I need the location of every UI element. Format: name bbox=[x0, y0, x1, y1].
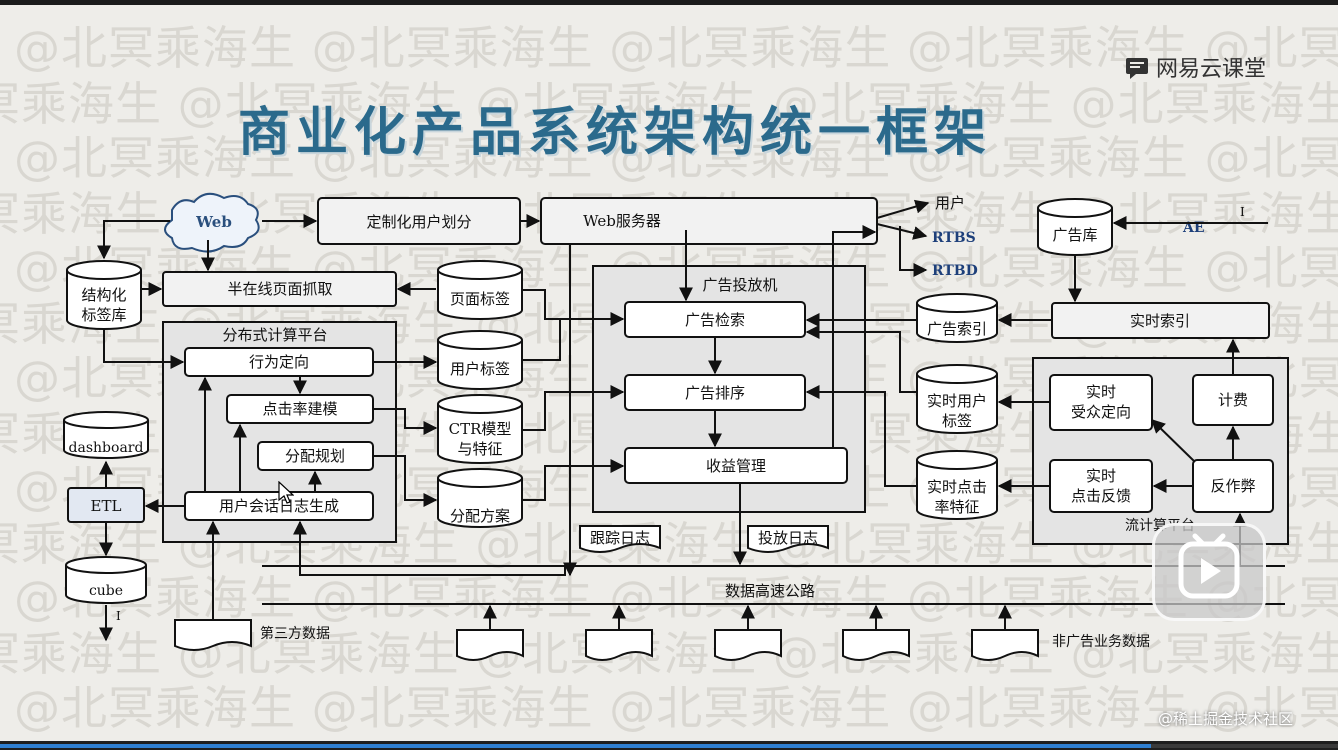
ae-mark: I bbox=[1240, 205, 1245, 219]
top-bar bbox=[0, 0, 1338, 5]
output-rtbd-label: RTBD bbox=[932, 263, 978, 279]
video-progress-fill bbox=[0, 744, 1151, 748]
play-button[interactable] bbox=[1152, 523, 1266, 621]
ctr-model-label-2: 与特征 bbox=[457, 440, 502, 458]
allocation-plan-db: 分配方案 bbox=[437, 468, 523, 528]
semi-online-crawl-box bbox=[162, 271, 397, 307]
business-data-doc bbox=[456, 629, 524, 661]
logo-text: 网易云课堂 bbox=[1156, 57, 1267, 82]
web-cloud-label: Web bbox=[195, 213, 232, 231]
rt-click-feedback-label-2: 点击反馈 bbox=[1071, 487, 1131, 505]
realtime-index-label: 实时索引 bbox=[1130, 312, 1190, 330]
cube-mark: I bbox=[116, 609, 121, 623]
user-tags-label: 用户标签 bbox=[450, 360, 510, 378]
session-log-gen-label: 用户会话日志生成 bbox=[219, 497, 339, 515]
ctr-model-label-1: CTR模型 bbox=[449, 420, 512, 438]
page-tags-db: 页面标签 bbox=[437, 260, 523, 320]
structured-tag-db-label-1: 结构化 bbox=[81, 286, 126, 304]
rt-click-feedback-label-1: 实时 bbox=[1086, 467, 1116, 485]
netease-cloud-classroom-icon bbox=[1126, 58, 1148, 79]
data-highway-label: 数据高速公路 bbox=[725, 582, 815, 600]
dashboard-label: dashboard bbox=[69, 440, 144, 456]
user-tags-db: 用户标签 bbox=[437, 330, 523, 390]
anti-fraud-label: 反作弊 bbox=[1210, 477, 1255, 495]
rt-ctr-features-label-1: 实时点击 bbox=[927, 478, 987, 496]
allocation-planning-label: 分配规划 bbox=[285, 447, 345, 465]
tracking-log-doc bbox=[579, 525, 661, 553]
video-progress-bar[interactable] bbox=[0, 744, 1338, 748]
page-tags-label: 页面标签 bbox=[450, 290, 510, 308]
play-icon bbox=[1178, 533, 1240, 599]
structured-tag-db-label-2: 标签库 bbox=[81, 306, 126, 324]
course-platform-logo: 网易云课堂 bbox=[1124, 52, 1266, 82]
distributed-platform-label: 分布式计算平台 bbox=[222, 326, 327, 344]
rt-user-tags-db: 实时用户 标签 bbox=[916, 364, 998, 434]
rt-user-tags-label-1: 实时用户 bbox=[927, 392, 987, 410]
business-data-doc bbox=[842, 629, 910, 661]
output-rtbs-label: RTBS bbox=[932, 230, 976, 246]
billing-label: 计费 bbox=[1218, 391, 1248, 409]
footer-credit: @稀土掘金技术社区 bbox=[1158, 710, 1294, 728]
delivery-log-doc bbox=[747, 525, 829, 553]
ad-index-label: 广告索引 bbox=[927, 320, 987, 338]
third-party-data-label: 第三方数据 bbox=[260, 625, 330, 642]
allocation-plan-label: 分配方案 bbox=[450, 507, 510, 525]
business-data-doc bbox=[585, 629, 653, 661]
slide-title: 商业化产品系统架构统一框架 bbox=[238, 102, 993, 163]
ad-retrieval-label: 广告检索 bbox=[685, 311, 745, 329]
structured-tag-db: 结构化 标签库 bbox=[66, 260, 142, 330]
semi-online-crawl-label: 半在线页面抓取 bbox=[227, 280, 332, 298]
output-user-label: 用户 bbox=[935, 194, 965, 212]
ad-index-db: 广告索引 bbox=[916, 293, 998, 343]
business-data-doc bbox=[971, 629, 1039, 661]
delivery-log-label: 投放日志 bbox=[758, 529, 818, 547]
web-server-label: Web服务器 bbox=[583, 212, 661, 230]
connector-lines bbox=[97, 199, 1268, 642]
ctr-model-db: CTR模型 与特征 bbox=[437, 394, 523, 464]
revenue-mgmt-label: 收益管理 bbox=[706, 457, 766, 475]
rt-audience-label-1: 实时 bbox=[1086, 383, 1116, 401]
ad-database: 广告库 bbox=[1037, 198, 1113, 256]
rt-user-tags-label-2: 标签 bbox=[942, 412, 972, 430]
non-ad-business-data-label: 非广告业务数据 bbox=[1052, 634, 1150, 650]
web-server-box bbox=[540, 197, 878, 245]
ad-ranking-label: 广告排序 bbox=[685, 384, 745, 402]
rt-ctr-features-label-2: 率特征 bbox=[934, 498, 979, 516]
revenue-mgmt-box bbox=[624, 447, 848, 484]
cube-label: cube bbox=[89, 583, 123, 599]
third-party-data-doc bbox=[174, 619, 252, 651]
ctr-modeling-label: 点击率建模 bbox=[262, 400, 337, 418]
rt-audience-label-2: 受众定向 bbox=[1071, 403, 1131, 421]
rt-ctr-features-db: 实时点击 率特征 bbox=[916, 450, 998, 520]
tracking-log-label: 跟踪日志 bbox=[590, 529, 650, 547]
business-data-doc bbox=[714, 629, 782, 661]
web-cloud bbox=[164, 192, 260, 253]
ad-server-label: 广告投放机 bbox=[702, 276, 777, 294]
dashboard-db: dashboard bbox=[63, 411, 149, 459]
mouse-cursor-icon bbox=[278, 481, 294, 504]
cube-db: cube bbox=[65, 556, 147, 604]
ad-database-label: 广告库 bbox=[1052, 226, 1097, 244]
custom-user-partition-label: 定制化用户划分 bbox=[366, 213, 471, 231]
etl-label: ETL bbox=[91, 497, 122, 515]
behavior-targeting-label: 行为定向 bbox=[249, 353, 309, 371]
